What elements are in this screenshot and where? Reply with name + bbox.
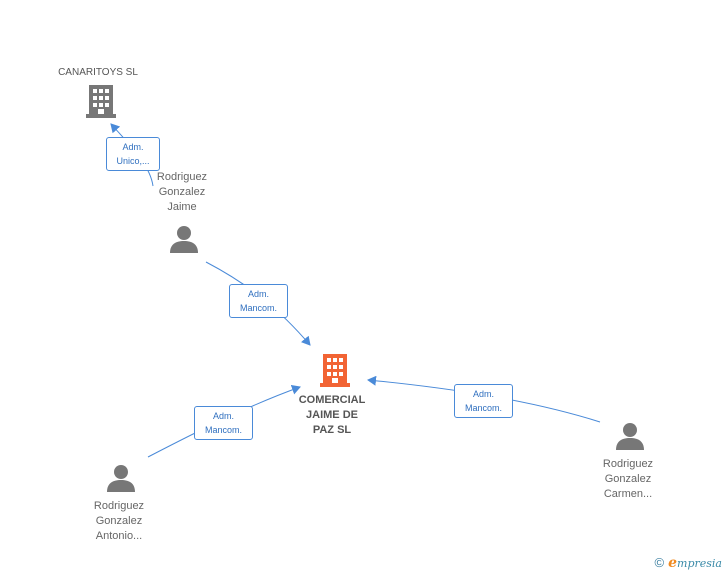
person-icon[interactable] [107,465,135,492]
edge-label-line2: Mancom. [464,403,502,413]
node-label-antonio[interactable]: Rodriguez Gonzalez Antonio... [93,500,145,542]
edge-label-antonio-comercial[interactable]: Adm. Mancom. [194,406,253,440]
person-icon[interactable] [616,423,644,450]
brand-logo-e: e [668,555,678,571]
node-label-carmen[interactable]: Rodriguez Gonzalez Carmen... [602,458,654,500]
edge-label-line2: Mancom. [239,303,277,313]
edge-label-line1: Adm. [122,142,144,152]
building-icon[interactable] [86,85,116,118]
edge-label-jaime-canaritoys[interactable]: Adm. Unico,... [106,137,160,171]
person-icon[interactable] [170,226,198,253]
node-label-jaime[interactable]: Rodriguez Gonzalez Jaime [156,171,208,213]
edge-label-line1: Adm. [212,411,234,421]
building-icon[interactable] [320,354,350,387]
node-label-canaritoys[interactable]: CANARITOYS SL [58,67,138,78]
edge-label-line1: Adm. [247,289,269,299]
edge-label-jaime-comercial[interactable]: Adm. Mancom. [229,284,288,318]
node-label-comercial[interactable]: COMERCIAL JAIME DE PAZ SL [298,394,366,436]
brand-footer: ©empresia [655,555,722,571]
edge-label-line2: Mancom. [204,425,242,435]
copyright-icon: © [654,555,665,570]
brand-logo-text: mpresia [677,557,722,570]
edge-label-line1: Adm. [472,389,494,399]
edge-label-line2: Unico,... [116,156,150,166]
edge-label-carmen-comercial[interactable]: Adm. Mancom. [454,384,513,418]
